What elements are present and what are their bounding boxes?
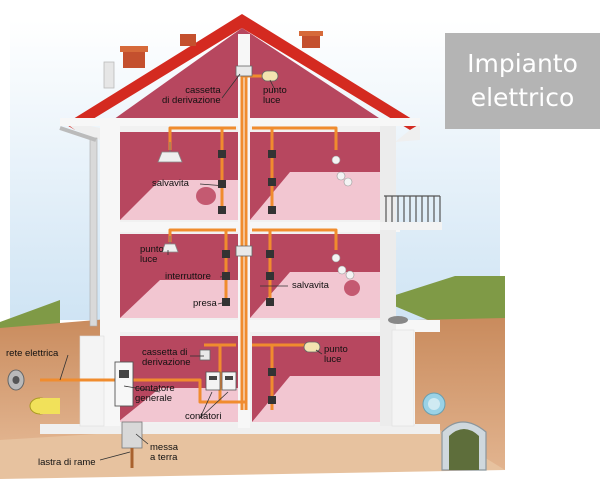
- downpipe: [89, 137, 98, 327]
- earth-rod: [121, 421, 143, 468]
- label-rete-elettrica: rete elettrica: [6, 348, 59, 359]
- sewer-tunnel: [441, 421, 487, 471]
- label-presa: presa: [193, 298, 217, 309]
- water-pipe: [422, 392, 446, 416]
- main-meter-box: [114, 361, 134, 407]
- label-punto-luce-mid-l1: punto: [140, 244, 164, 255]
- junction-box-mid: [235, 245, 253, 257]
- label-messa-a-terra-l1: messa: [150, 442, 178, 453]
- wall-light-ground: [303, 341, 321, 353]
- chandelier-upper: [331, 155, 353, 187]
- room-ground-right-floor: [252, 376, 380, 422]
- ground-front: [0, 430, 505, 479]
- title-line-2: elettrico: [470, 83, 575, 112]
- main-meter-display: [119, 370, 129, 378]
- junction-box-bottom: [199, 349, 211, 361]
- label-salvavita-1: salvavita: [152, 178, 189, 189]
- slab-1: [100, 320, 440, 332]
- mains-cable-conduit: [7, 369, 25, 391]
- ceiling-lamp-mid: [161, 236, 179, 253]
- chimney-2: [180, 34, 196, 46]
- label-cassetta-bottom-l2: derivazione: [142, 357, 191, 368]
- left-wall: [100, 126, 120, 426]
- yellow-pipe: [29, 397, 60, 415]
- chimney-3-cap: [299, 31, 323, 36]
- central-wall: [238, 34, 250, 428]
- label-punto-luce-top-l2: luce: [263, 95, 281, 106]
- flue-pipe: [103, 61, 115, 89]
- label-punto-luce-top-l1: punto: [263, 85, 287, 96]
- meters: [205, 371, 237, 391]
- label-contatori: contatori: [185, 411, 222, 422]
- label-messa-a-terra-l2: a terra: [150, 452, 178, 463]
- roof-eave-right: [395, 124, 420, 142]
- label-cassetta-bottom: cassetta di derivazione: [142, 348, 191, 368]
- label-punto-luce-top: punto luce: [263, 86, 287, 106]
- label-punto-luce-bottom: punto luce: [324, 345, 348, 365]
- chandelier-mid: [331, 253, 355, 280]
- balcony-slab: [380, 222, 442, 230]
- gutter: [59, 126, 97, 142]
- ceiling-lamp-upper: [157, 142, 183, 163]
- grass-right: [380, 276, 505, 325]
- slab-0: [40, 424, 440, 434]
- chimney-1-cap: [120, 46, 148, 52]
- title-box: Impianto elettrico: [445, 33, 600, 129]
- pillar-front-right: [391, 329, 415, 427]
- chimney-1: [123, 50, 145, 68]
- shadow-furniture-2: [344, 280, 360, 296]
- label-cassetta-top-l2: di derivazione: [162, 95, 221, 106]
- junction-box-top: [235, 65, 253, 77]
- room-ground-left-floor: [118, 388, 248, 422]
- manhole: [388, 316, 408, 324]
- label-contatore-generale: contatore generale: [135, 384, 175, 404]
- label-punto-luce-mid: punto luce: [140, 245, 164, 265]
- label-punto-luce-bottom-l2: luce: [324, 354, 342, 365]
- label-contatore-generale-l2: generale: [135, 393, 172, 404]
- label-cassetta-top-l1: cassetta: [185, 85, 221, 96]
- label-messa-a-terra: messa a terra: [150, 443, 178, 463]
- leader-lines: [59, 73, 323, 461]
- balcony-railing: [384, 195, 441, 222]
- label-cassetta-top: cassetta di derivazione: [162, 86, 221, 106]
- chimney-3: [302, 34, 320, 48]
- label-lastra-di-rame: lastra di rame: [38, 457, 96, 468]
- label-cassetta-bottom-l1: cassetta di: [142, 347, 188, 358]
- label-interruttore: interruttore: [165, 271, 211, 282]
- label-contatore-generale-l1: contatore: [135, 383, 175, 394]
- room-mid-left-floor: [120, 280, 238, 318]
- label-punto-luce-bottom-l1: punto: [324, 344, 348, 355]
- wall-light-attic: [261, 70, 279, 82]
- title-line-1: Impianto: [467, 49, 578, 78]
- shadow-furniture-1: [196, 187, 216, 205]
- label-salvavita-2: salvavita: [292, 280, 329, 291]
- label-punto-luce-mid-l2: luce: [140, 254, 158, 265]
